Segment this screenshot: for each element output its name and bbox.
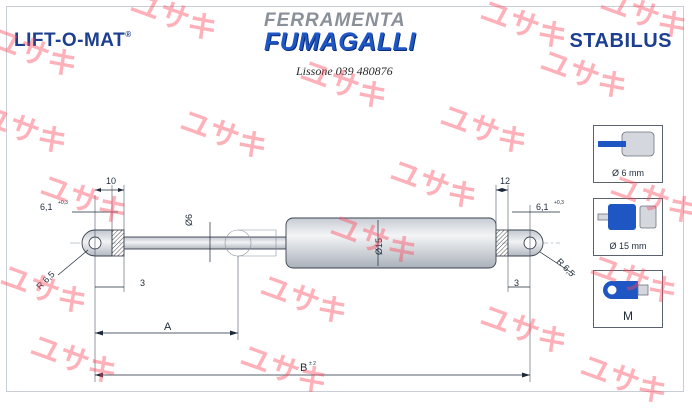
legend-rod-box: Ø 6 mm xyxy=(593,125,663,183)
rod-ghost xyxy=(238,229,277,257)
legend-mount-box: M xyxy=(593,270,663,328)
left-eye xyxy=(81,229,125,257)
dim-right-hole-tol: +0,3 xyxy=(554,200,564,206)
dim-length-tol: ± 2 xyxy=(309,361,316,367)
dim-rod-diameter: Ø6 xyxy=(184,214,194,226)
dim-length-label: B xyxy=(300,362,307,374)
ferramenta-text: FERRAMENTA xyxy=(264,10,406,31)
liftomat-logo: LIFT-O-MAT® xyxy=(14,30,132,52)
piston-rod xyxy=(123,236,287,250)
body-legend-icon xyxy=(597,204,657,230)
drawing-frame xyxy=(6,6,684,392)
right-eye xyxy=(495,229,544,257)
dim-right-eye-width: 12 xyxy=(500,176,510,186)
dim-right-offset: 3 xyxy=(514,278,519,288)
dim-left-eye-width: 10 xyxy=(106,176,116,186)
fumagalli-logo: FUMAGALLI xyxy=(264,28,416,56)
rod-legend-icon xyxy=(598,131,655,157)
gas-spring-drawing: 10 6,1 +0,3 Ø6 Ø15 R 6,5 3 12 6,1 +0,3 R… xyxy=(34,176,577,382)
dim-left-radius: R 6,5 xyxy=(34,269,56,291)
eye-mount-icon xyxy=(603,281,649,299)
dim-left-hole: 6,1 xyxy=(40,202,53,212)
brand-left-text: LIFT-O-MAT xyxy=(14,30,126,51)
legend-rod-label: Ø 6 mm xyxy=(611,168,644,178)
legend-body-label: Ø 15 mm xyxy=(609,241,647,251)
legend-body-box: Ø 15 mm xyxy=(593,198,663,256)
dim-left-offset: 3 xyxy=(140,278,145,288)
dim-right-hole: 6,1 xyxy=(536,202,549,212)
dim-right-radius: R 6,5 xyxy=(555,256,577,278)
stabilus-logo: STABILUS xyxy=(569,30,672,52)
phone-line: Lissone 039 480876 xyxy=(296,64,393,78)
dim-stroke-label: A xyxy=(164,321,172,333)
cylinder-body xyxy=(285,217,497,269)
registered-mark: ® xyxy=(125,30,132,39)
dim-body-diameter: Ø15 xyxy=(374,238,384,255)
dim-left-hole-tol: +0,3 xyxy=(58,200,68,206)
legend-mount-label: M xyxy=(623,309,633,323)
